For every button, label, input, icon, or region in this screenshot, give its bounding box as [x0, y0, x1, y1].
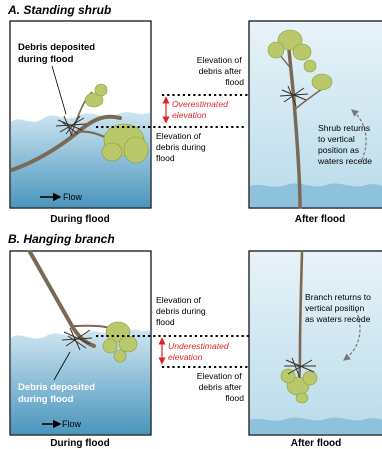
panel-b-during-elevation-label: Elevation of debris during flood [156, 295, 208, 327]
panel-b-title: B. Hanging branch [8, 232, 115, 246]
panel-a-after-water [250, 184, 382, 208]
panel-b-flow-label: Flow [62, 419, 82, 429]
panel-a-after-box: Shrub returns to vertical position as wa… [249, 21, 382, 208]
panel-b-error-label: Underestimated elevation [168, 341, 231, 362]
panel-a-title: A. Standing shrub [7, 3, 111, 17]
panel-a-during-caption: During flood [50, 214, 109, 225]
panel-b-after-elevation-label: Elevation of debris after flood [197, 371, 245, 403]
panel-b-after-caption: After flood [291, 438, 342, 449]
panel-b-during-caption: During flood [50, 438, 109, 449]
panel-a-during-elevation-label: Elevation of debris during flood [156, 131, 208, 163]
panel-a-after-caption: After flood [295, 214, 346, 225]
panel-a-during-box: Debris deposited during flood Flow [10, 21, 151, 208]
panel-b-during-box: Debris deposited during flood Flow [10, 251, 151, 435]
panel-b: B. Hanging branch Debris deposited durin… [8, 232, 382, 449]
panel-b-return-note: Branch returns to vertical position as w… [305, 292, 373, 324]
panel-a-error-label: Overestimated elevation [172, 99, 230, 120]
panel-a-after-elevation-label: Elevation of debris after flood [197, 55, 245, 87]
panel-b-after-box: Branch returns to vertical position as w… [249, 251, 382, 435]
panel-a-flow-label: Flow [63, 192, 83, 202]
panel-a: A. Standing shrub Debris depo [7, 3, 382, 225]
